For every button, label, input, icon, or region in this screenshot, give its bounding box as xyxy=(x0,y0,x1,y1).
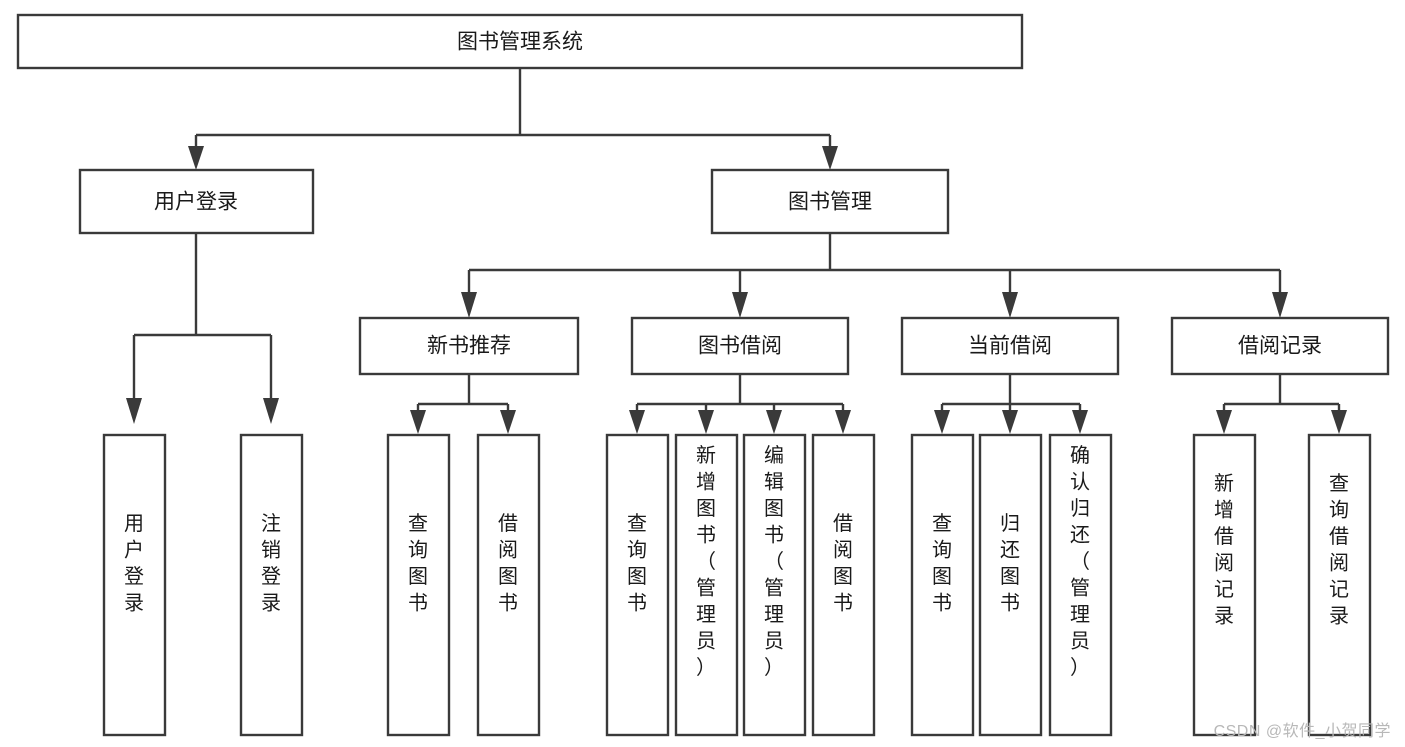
node-leaf-cb-return-book-label: 归还图书 xyxy=(1000,512,1020,615)
node-new-book-recommend[interactable]: 新书推荐 xyxy=(358,316,580,376)
node-root[interactable]: 图书管理系统 xyxy=(16,13,1024,70)
node-leaf-br-query-record-label: 查询借阅记录 xyxy=(1329,472,1349,628)
arrow-head-leaf-logout xyxy=(263,398,279,424)
arrow-head-br-leaf2 xyxy=(1331,410,1347,434)
node-borrow-record[interactable]: 借阅记录 xyxy=(1170,316,1390,376)
node-current-borrow-box[interactable] xyxy=(900,316,1120,376)
node-leaf-cb-confirm-return[interactable]: 确认归还（管理员） xyxy=(1048,433,1113,737)
node-borrow-record-box[interactable] xyxy=(1170,316,1390,376)
arrow-head-nb-leaf1 xyxy=(410,410,426,434)
arrow-head-current-borrow xyxy=(1002,292,1018,318)
node-leaf-br-add-record[interactable]: 新增借阅记录 xyxy=(1192,433,1257,737)
node-leaf-bb-edit-book-label: 编辑图书（管理员） xyxy=(764,444,784,679)
node-leaf-logout[interactable]: 注销登录 xyxy=(239,433,304,737)
node-root-label: 图书管理系统 xyxy=(457,31,583,54)
node-leaf-nb-query-book-box[interactable] xyxy=(386,433,451,737)
node-leaf-bb-edit-book[interactable]: 编辑图书（管理员） xyxy=(742,433,807,737)
node-leaf-nb-query-book[interactable]: 查询图书 xyxy=(386,433,451,737)
node-leaf-nb-borrow-book-label: 借阅图书 xyxy=(498,512,518,615)
node-leaf-bb-edit-book-box[interactable] xyxy=(742,433,807,737)
arrow-head-bb-leaf4 xyxy=(835,410,851,434)
arrow-head-cb-leaf1 xyxy=(934,410,950,434)
node-leaf-cb-return-book[interactable]: 归还图书 xyxy=(978,433,1043,737)
node-leaf-cb-query-book-box[interactable] xyxy=(910,433,975,737)
node-leaf-bb-add-book[interactable]: 新增图书（管理员） xyxy=(674,433,739,737)
node-leaf-cb-confirm-return-box[interactable] xyxy=(1048,433,1113,737)
node-leaf-br-add-record-box[interactable] xyxy=(1192,433,1257,737)
node-book-manage[interactable]: 图书管理 xyxy=(710,168,950,235)
arrow-head-book-borrow xyxy=(732,292,748,318)
node-current-borrow[interactable]: 当前借阅 xyxy=(900,316,1120,376)
arrow-head-cb-leaf2 xyxy=(1002,410,1018,434)
node-leaf-nb-borrow-book[interactable]: 借阅图书 xyxy=(476,433,541,737)
arrow-head-nb-leaf2 xyxy=(500,410,516,434)
node-user-login-box[interactable] xyxy=(78,168,315,235)
arrow-head-new-book xyxy=(461,292,477,318)
node-book-borrow-label: 图书借阅 xyxy=(698,335,782,358)
node-leaf-bb-borrow-book-box[interactable] xyxy=(811,433,876,737)
node-leaf-br-add-record-label: 新增借阅记录 xyxy=(1214,472,1234,628)
node-book-borrow-box[interactable] xyxy=(630,316,850,376)
node-book-borrow[interactable]: 图书借阅 xyxy=(630,316,850,376)
node-root-box[interactable] xyxy=(16,13,1024,70)
arrow-head-borrow-record xyxy=(1272,292,1288,318)
arrow-head-leaf-user-login xyxy=(126,398,142,424)
arrow-head-bb-leaf3 xyxy=(766,410,782,434)
node-leaf-logout-box[interactable] xyxy=(239,433,304,737)
node-leaf-cb-return-book-box[interactable] xyxy=(978,433,1043,737)
node-leaf-bb-borrow-book[interactable]: 借阅图书 xyxy=(811,433,876,737)
node-borrow-record-label: 借阅记录 xyxy=(1238,335,1322,358)
node-leaf-bb-query-book-label: 查询图书 xyxy=(627,512,647,615)
node-leaf-cb-query-book[interactable]: 查询图书 xyxy=(910,433,975,737)
arrow-head-br-leaf1 xyxy=(1216,410,1232,434)
arrow-head-user-login xyxy=(188,146,204,170)
connector-layer xyxy=(126,68,1347,434)
node-leaf-cb-confirm-return-label: 确认归还（管理员） xyxy=(1070,444,1090,679)
node-user-login[interactable]: 用户登录 xyxy=(78,168,315,235)
node-leaf-bb-query-book[interactable]: 查询图书 xyxy=(605,433,670,737)
node-book-manage-box[interactable] xyxy=(710,168,950,235)
node-current-borrow-label: 当前借阅 xyxy=(968,335,1052,358)
node-new-book-recommend-label: 新书推荐 xyxy=(427,335,511,358)
node-leaf-br-query-record-box[interactable] xyxy=(1307,433,1372,737)
arrow-head-bb-leaf2 xyxy=(698,410,714,434)
node-user-login-label: 用户登录 xyxy=(154,191,238,214)
node-leaf-cb-query-book-label: 查询图书 xyxy=(932,512,952,615)
node-leaf-user-login[interactable]: 用户登录 xyxy=(102,433,167,737)
node-leaf-bb-add-book-label: 新增图书（管理员） xyxy=(696,444,716,679)
node-leaf-nb-borrow-book-box[interactable] xyxy=(476,433,541,737)
node-leaf-br-query-record[interactable]: 查询借阅记录 xyxy=(1307,433,1372,737)
node-leaf-logout-label: 注销登录 xyxy=(261,512,281,615)
node-leaf-user-login-label: 用户登录 xyxy=(124,513,144,615)
arrow-head-book-manage xyxy=(822,146,838,170)
node-leaf-nb-query-book-label: 查询图书 xyxy=(408,512,428,615)
arrow-head-cb-leaf3 xyxy=(1072,410,1088,434)
node-leaf-bb-add-book-box[interactable] xyxy=(674,433,739,737)
node-leaf-bb-query-book-box[interactable] xyxy=(605,433,670,737)
node-book-manage-label: 图书管理 xyxy=(788,191,872,214)
node-new-book-recommend-box[interactable] xyxy=(358,316,580,376)
node-leaf-bb-borrow-book-label: 借阅图书 xyxy=(833,512,853,615)
arrow-head-bb-leaf1 xyxy=(629,410,645,434)
node-leaf-user-login-box[interactable] xyxy=(102,433,167,737)
